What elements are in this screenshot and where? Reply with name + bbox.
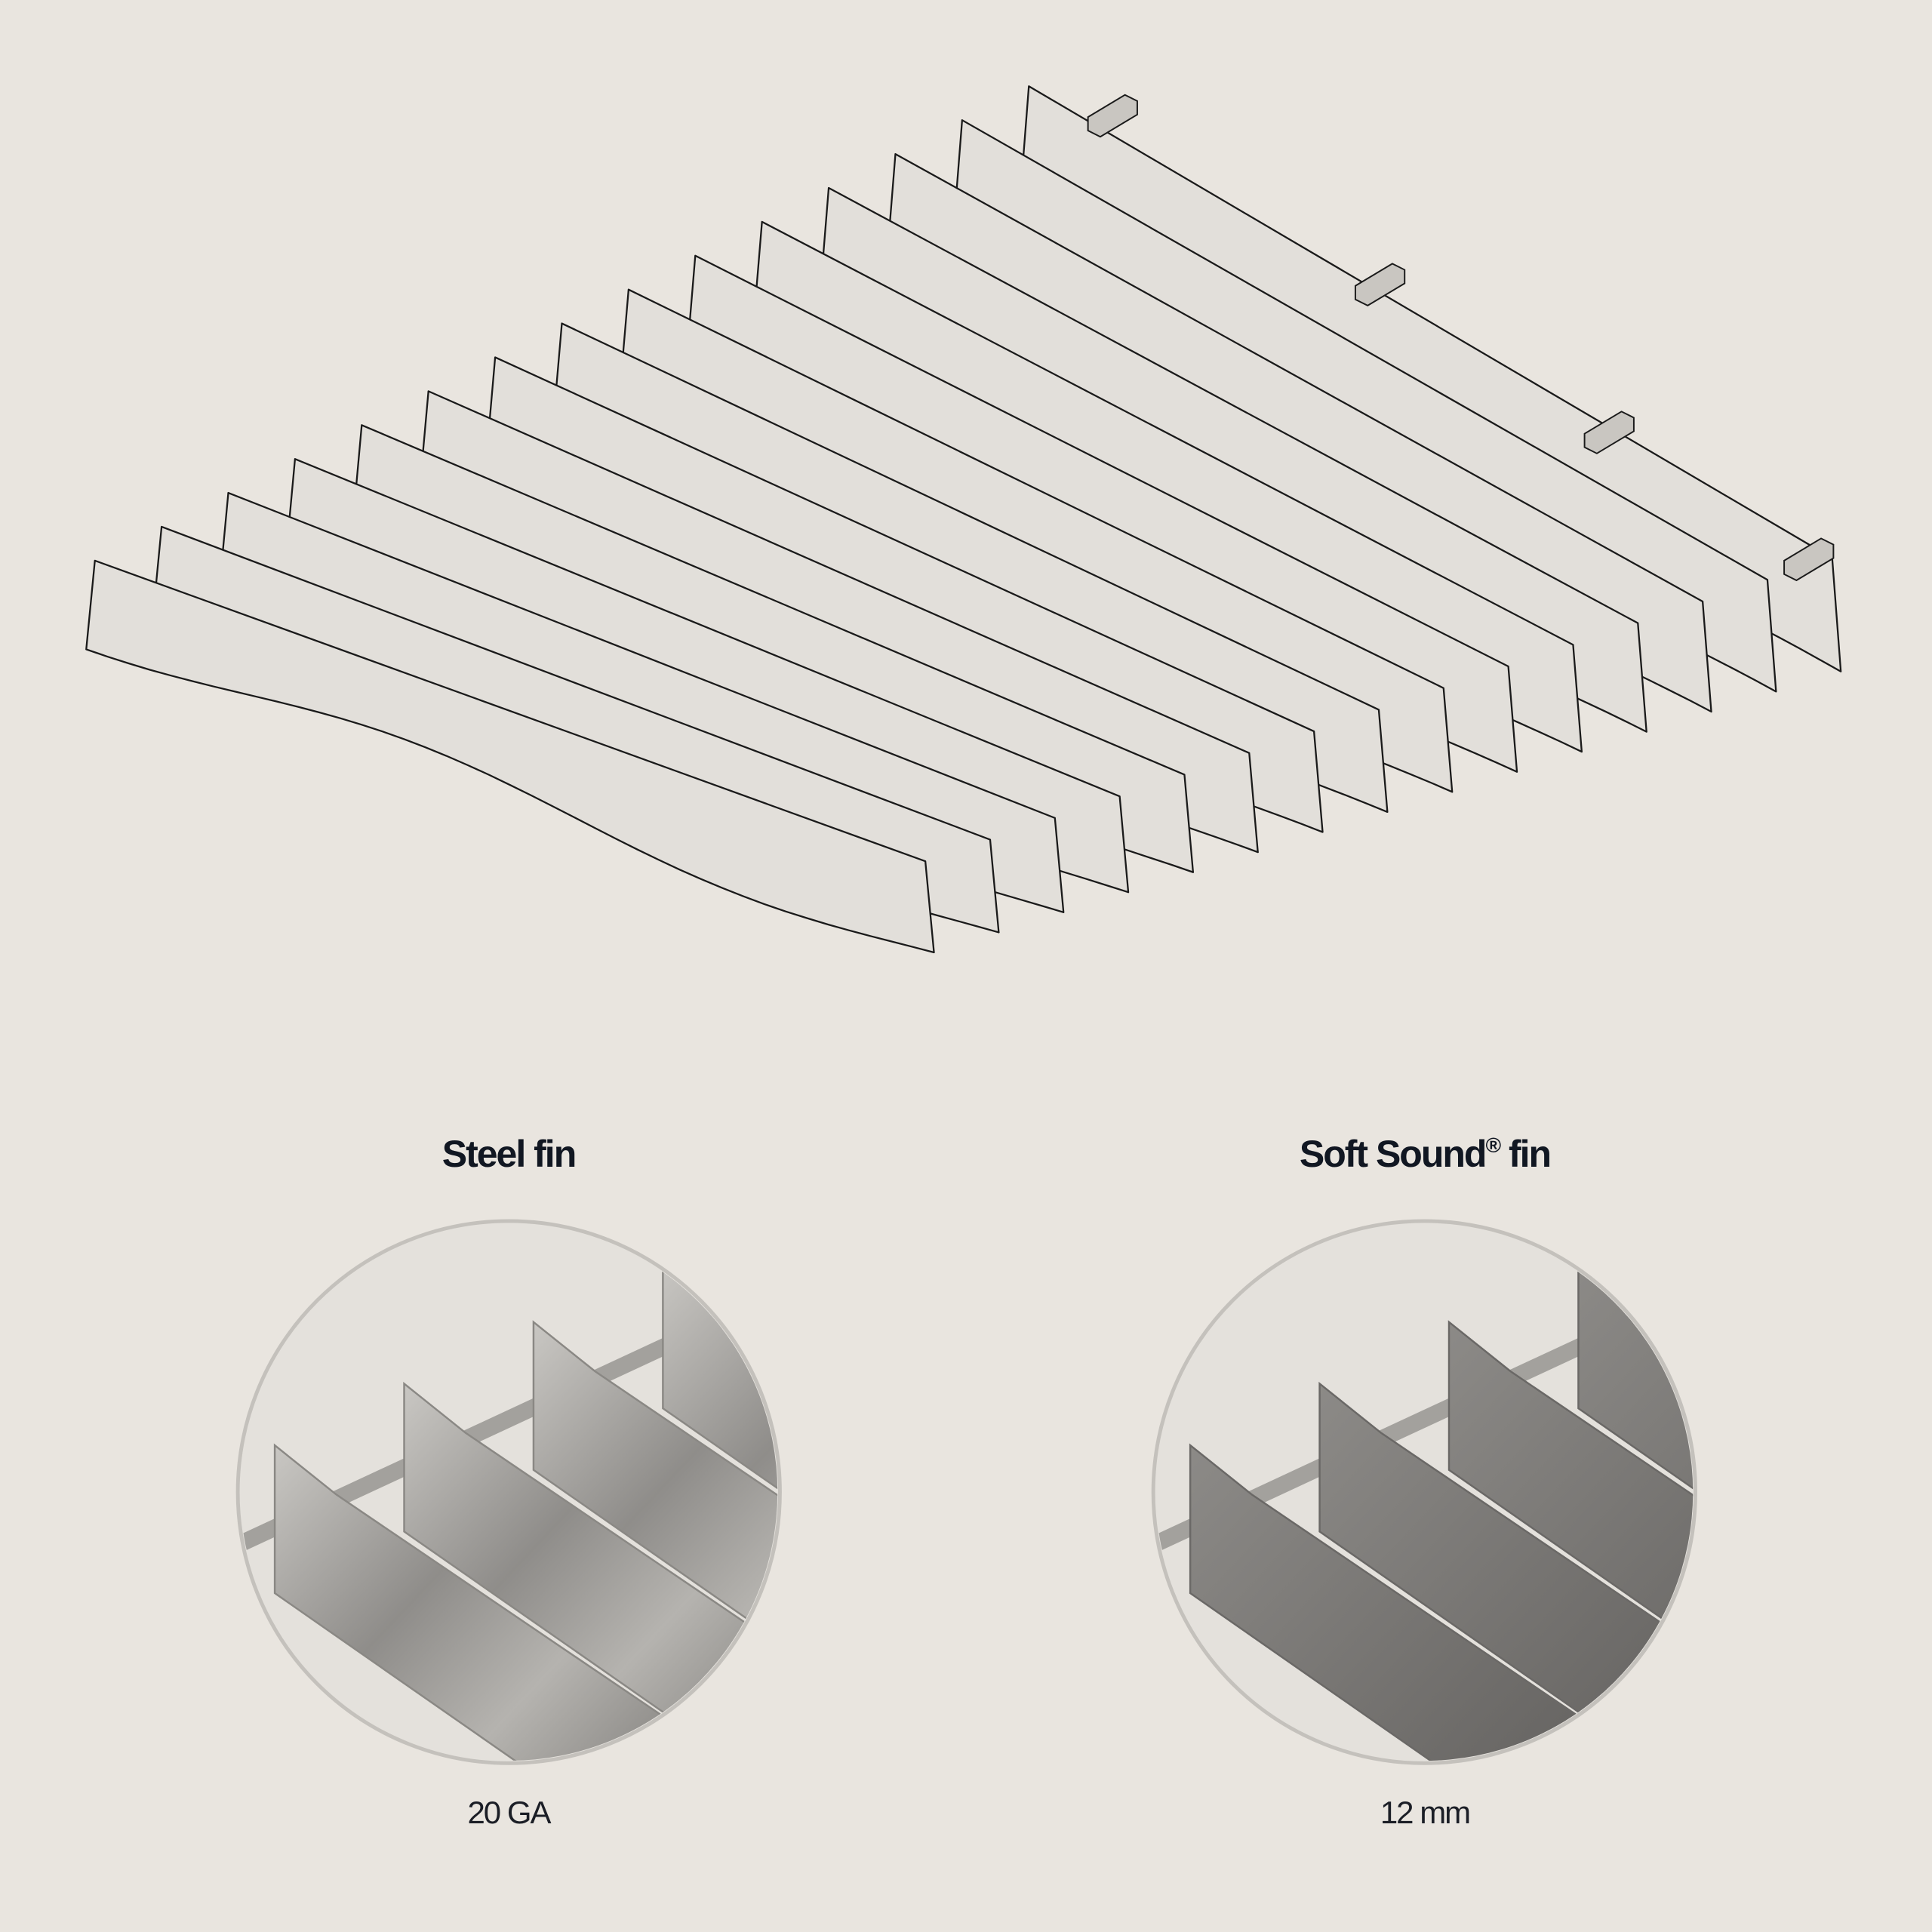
steel-fin-title: Steel fin [441, 1133, 577, 1175]
registered-mark: ® [1485, 1134, 1501, 1157]
steel-fin-spec: 20 GA [467, 1795, 551, 1830]
steel-fin [792, 1199, 1199, 1630]
felt-fin [1447, 1320, 1694, 1755]
soft-sound-fin-title: Soft Sound® fin [1161, 1132, 1689, 1176]
steel-fin [273, 1443, 683, 1761]
bracket [1783, 537, 1835, 582]
bracket [1583, 411, 1635, 454]
steel-fin [532, 1320, 778, 1755]
rail [240, 1294, 755, 1560]
soft-sound-fin-spec: 12 mm [1380, 1795, 1471, 1830]
wave-fin-array [85, 85, 1842, 954]
rail [1155, 1294, 1671, 1560]
steel-fin-detail [235, 1199, 1199, 1765]
soft-sound-fin-detail [1151, 1199, 1932, 1765]
bracket [1354, 263, 1406, 307]
felt-fin [1708, 1199, 1932, 1630]
bracket [1087, 94, 1138, 138]
mounting-brackets [1087, 94, 1835, 582]
felt-fin [1189, 1443, 1598, 1761]
title-suffix: fin [1500, 1133, 1552, 1175]
wave-fin [85, 559, 935, 954]
title-text: Soft Sound [1299, 1133, 1487, 1175]
